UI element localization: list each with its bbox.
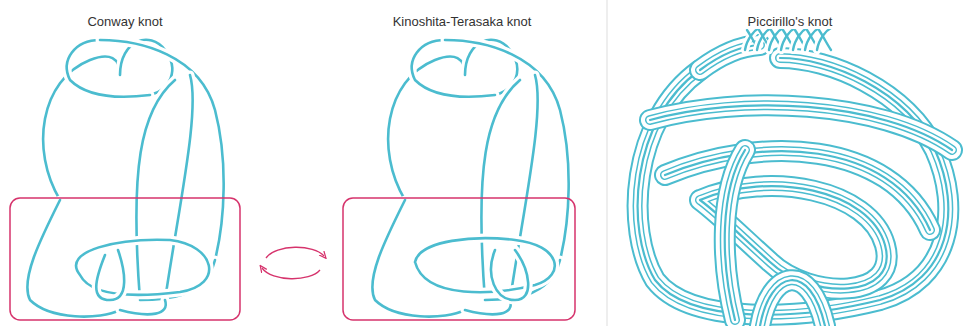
band-line — [700, 45, 760, 70]
twist-strand — [817, 28, 831, 50]
band-line — [725, 150, 745, 320]
strand-gap — [491, 250, 528, 300]
band-line — [760, 280, 825, 326]
strand-line — [491, 250, 528, 300]
strand-line — [120, 300, 166, 314]
band-line — [760, 280, 825, 326]
conway-knot — [27, 40, 223, 317]
strand-line — [388, 56, 465, 200]
band-line — [700, 45, 760, 70]
strand-line — [415, 238, 555, 292]
band-line — [700, 45, 760, 70]
band-line — [760, 280, 825, 326]
strand-gap — [445, 40, 569, 260]
knot-strand — [120, 300, 166, 314]
knot-strand — [388, 56, 465, 200]
band-line — [725, 150, 745, 320]
separator-line — [607, 0, 608, 326]
strand-gap — [43, 56, 120, 200]
knot-title: Piccirillo's knot — [745, 14, 836, 29]
knot-title: Kinoshita-Terasaka knot — [390, 14, 535, 29]
strand-line — [96, 250, 124, 300]
strand-line — [100, 40, 224, 260]
band-line — [725, 150, 745, 320]
band-line — [760, 280, 825, 326]
knot-strand — [100, 40, 224, 260]
strand-gap — [165, 75, 193, 300]
knot-strand — [43, 56, 120, 200]
band-line — [725, 150, 745, 320]
knot-band — [760, 280, 825, 326]
strand-gap — [100, 40, 224, 260]
strand-gap — [96, 250, 124, 300]
swap-arrow — [262, 268, 320, 279]
band-line — [760, 280, 825, 326]
strand-gap — [120, 300, 166, 314]
strand-gap — [415, 238, 555, 292]
twist-gap — [817, 28, 831, 50]
knot-band — [700, 45, 760, 70]
kinoshita-terasaka-knot — [372, 40, 568, 317]
knot-strand — [96, 250, 124, 300]
band-line — [725, 150, 745, 320]
knot-band — [725, 150, 745, 320]
strand-line — [165, 75, 193, 300]
knot-strand — [491, 250, 528, 300]
strand-line — [445, 40, 569, 260]
strand-line — [43, 56, 120, 200]
mutation-box — [343, 198, 575, 320]
knot-strand — [465, 300, 511, 314]
mutation-box — [10, 198, 240, 320]
twist-strand — [819, 30, 831, 50]
band-line — [700, 45, 760, 70]
band-line — [700, 45, 760, 70]
knot-strand — [445, 40, 569, 260]
strand-gap — [388, 56, 465, 200]
strand-gap — [465, 300, 511, 314]
strand-line — [465, 300, 511, 314]
piccirillo-knot — [638, 28, 952, 326]
twist-region — [745, 28, 831, 50]
swap-arrow — [266, 247, 324, 258]
knot-strand — [415, 238, 555, 292]
knot-title: Conway knot — [84, 14, 165, 29]
knot-strand — [165, 75, 193, 300]
